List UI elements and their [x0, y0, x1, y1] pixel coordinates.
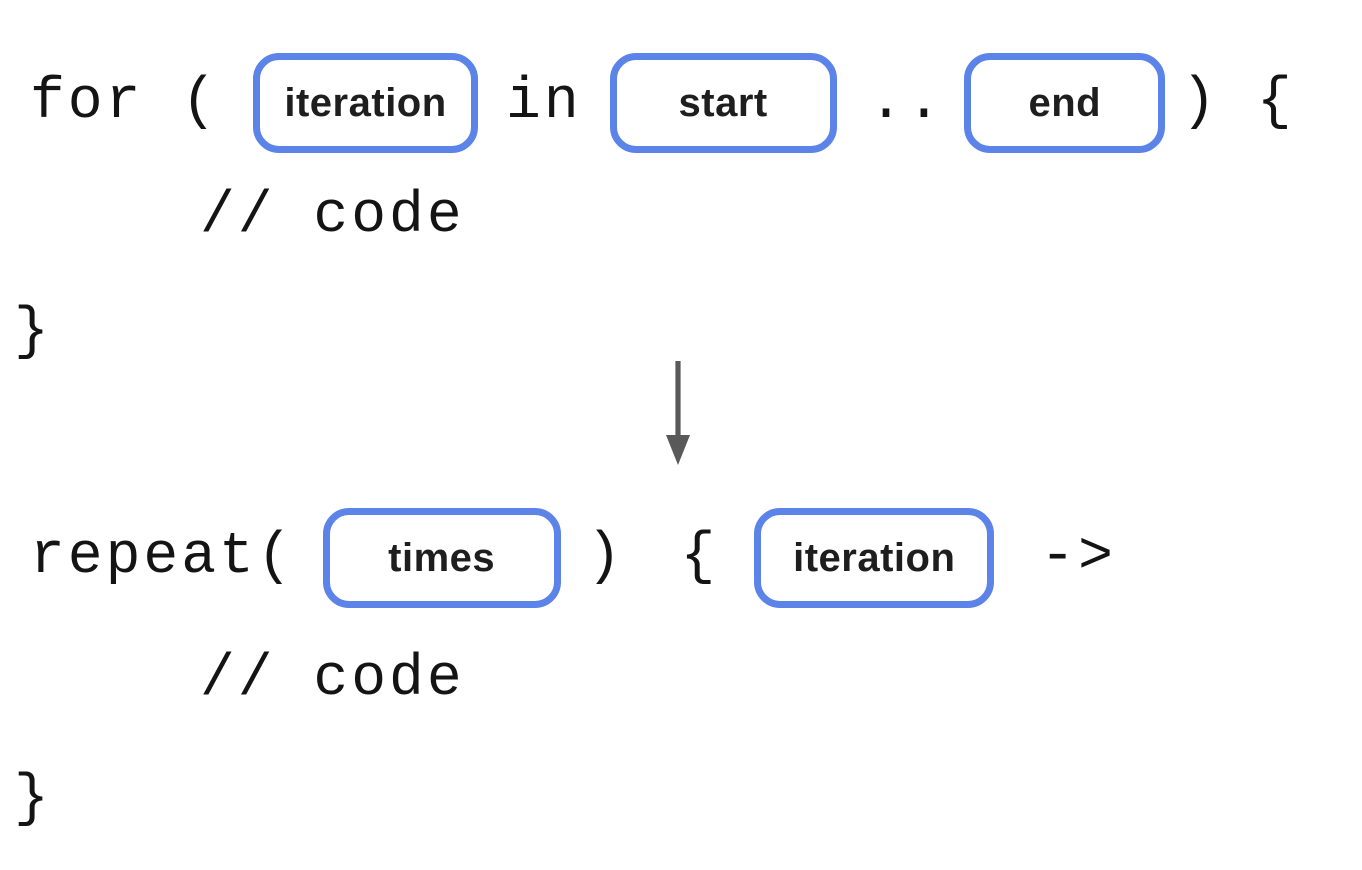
- comment-line-before: // code: [200, 182, 465, 252]
- close-paren-open-brace-text: ) {: [1181, 70, 1295, 135]
- slot-label-end: end: [1028, 80, 1102, 125]
- comment-line-after: // code: [200, 645, 465, 715]
- comment-text-after: // code: [200, 647, 465, 712]
- slot-label-start: start: [678, 80, 768, 125]
- for-keyword-text: for (: [30, 70, 220, 135]
- placeholder-slot-iteration: iteration: [253, 53, 479, 153]
- transform-down-arrow-icon: [663, 361, 693, 466]
- slot-label-iteration-after: iteration: [793, 535, 956, 580]
- in-keyword-text: in: [506, 70, 582, 135]
- repeat-keyword-text: repeat(: [30, 525, 295, 590]
- close-paren-text: ): [586, 525, 625, 590]
- closing-brace-text-after: }: [14, 767, 52, 832]
- open-brace-text: {: [680, 525, 719, 590]
- comment-text: // code: [200, 184, 465, 249]
- placeholder-slot-times: times: [322, 508, 561, 608]
- placeholder-slot-end: end: [964, 53, 1166, 153]
- range-operator-text: ..: [868, 70, 945, 135]
- closing-brace-line-before: }: [14, 298, 52, 368]
- closing-brace-text: }: [14, 300, 52, 365]
- lambda-arrow-text: ->: [1040, 525, 1116, 590]
- placeholder-slot-iteration-after: iteration: [754, 508, 995, 608]
- placeholder-slot-start: start: [609, 53, 837, 153]
- repeat-header-line: repeat( times ) { iteration ->: [30, 508, 1116, 608]
- slot-label-times: times: [388, 535, 496, 580]
- for-loop-header-line: for ( iteration in start .. end ) {: [30, 52, 1295, 154]
- closing-brace-line-after: }: [14, 765, 52, 835]
- slot-label-iteration: iteration: [284, 80, 447, 125]
